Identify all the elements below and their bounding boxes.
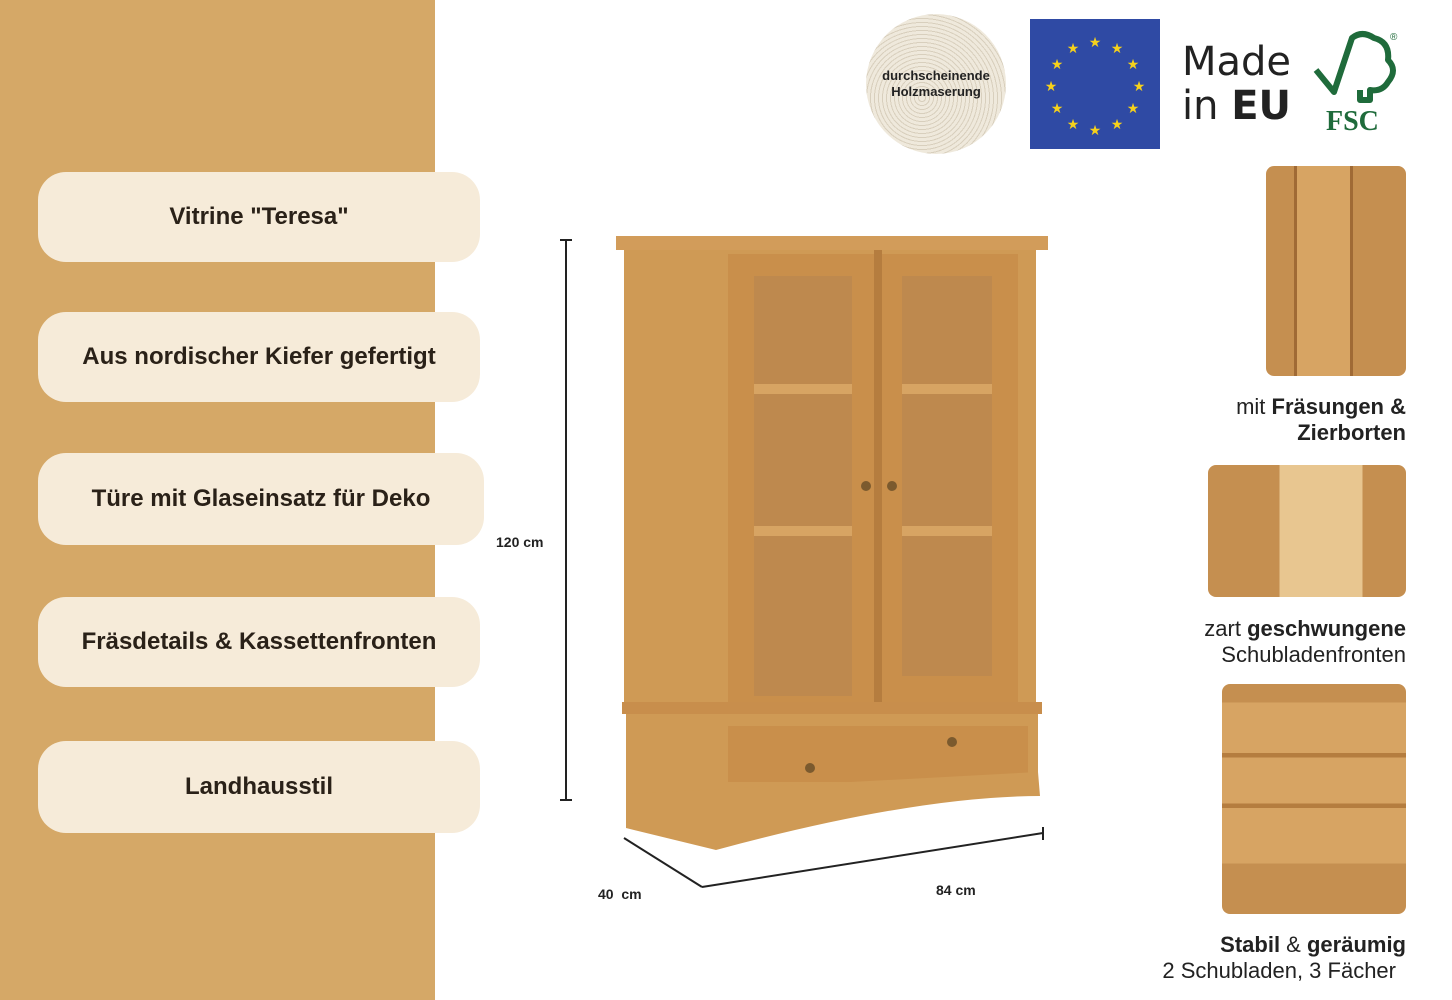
detail-caption-stable: Stabil & geräumig 2 Schubladen, 3 Fächer bbox=[1162, 932, 1406, 984]
made-in-eu: EU bbox=[1231, 83, 1291, 129]
feature-pill-material: Aus nordischer Kiefer gefertigt bbox=[38, 312, 480, 402]
feature-label: Türe mit Glaseinsatz für Deko bbox=[91, 485, 431, 512]
caption-bold: Fräsungen & bbox=[1271, 394, 1406, 419]
made-in-eu-label: Made in EU bbox=[1182, 40, 1291, 128]
caption-regular: zart bbox=[1204, 616, 1248, 641]
feature-label: Aus nordischer Kiefer gefertigt bbox=[82, 343, 436, 370]
caption-regular: mit bbox=[1236, 394, 1272, 419]
detail-drawer-image bbox=[1208, 465, 1406, 597]
made-in-prefix: in bbox=[1182, 83, 1232, 129]
height-dimension: 120 cm bbox=[496, 534, 544, 550]
caption-bold: Stabil bbox=[1220, 932, 1281, 957]
caption-bold: Zierborten bbox=[1297, 420, 1406, 445]
feature-pill-style: Landhausstil bbox=[38, 741, 480, 833]
feature-pill-glass-door: Türe mit Glaseinsatz für Deko bbox=[38, 453, 484, 545]
badge-line: Holzmaserung bbox=[891, 84, 981, 99]
svg-text:FSC: FSC bbox=[1326, 106, 1379, 137]
badge-line: durchscheinende bbox=[882, 68, 990, 83]
depth-dimension: 40 cm bbox=[598, 886, 642, 902]
caption-bold: geschwungene bbox=[1247, 616, 1406, 641]
cabinet-image bbox=[616, 236, 1048, 861]
eu-flag-icon: ★★★★★★★★★★★★ bbox=[1030, 19, 1160, 149]
made-line: Made bbox=[1182, 39, 1292, 85]
feature-label: Landhausstil bbox=[184, 773, 334, 800]
caption-regular: 2 Schubladen, 3 Fächer bbox=[1162, 958, 1396, 983]
feature-label: Fräsdetails & Kassettenfronten bbox=[81, 628, 437, 655]
detail-caption-drawer: zart geschwungene Schubladenfronten bbox=[1204, 616, 1406, 668]
fsc-logo-icon: ® FSC bbox=[1312, 28, 1402, 138]
detail-milling-image bbox=[1266, 166, 1406, 376]
feature-pill-milling: Fräsdetails & Kassettenfronten bbox=[38, 597, 480, 687]
detail-caption-milling: mit Fräsungen & Zierborten bbox=[1236, 394, 1406, 446]
width-dimension: 84 cm bbox=[936, 882, 976, 898]
detail-open-cabinet-image bbox=[1222, 684, 1406, 914]
caption-bold: geräumig bbox=[1306, 932, 1406, 957]
feature-pill-title: Vitrine "Teresa" bbox=[38, 172, 480, 262]
caption-regular: Schubladenfronten bbox=[1221, 642, 1406, 667]
caption-regular: & bbox=[1280, 932, 1307, 957]
feature-label: Vitrine "Teresa" bbox=[169, 203, 349, 230]
svg-text:®: ® bbox=[1390, 32, 1398, 43]
